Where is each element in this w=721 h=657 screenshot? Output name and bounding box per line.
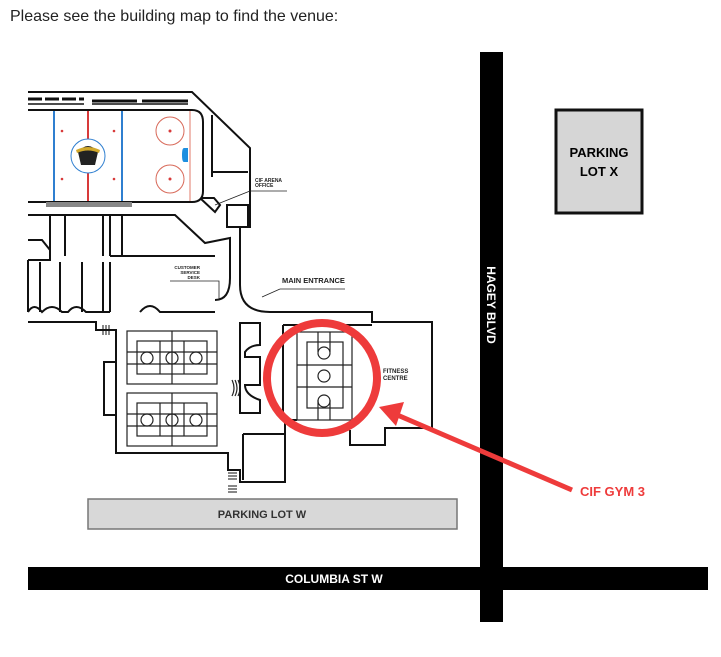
arrowhead-icon (379, 402, 404, 426)
gym-3 (296, 331, 353, 421)
gym-3-highlight-circle (263, 319, 381, 437)
parking-lot-x-label-2: LOT X (580, 164, 619, 179)
hockey-rink (28, 109, 204, 207)
highlight-arrow (394, 411, 573, 493)
intro-text: Please see the building map to find the … (10, 8, 339, 25)
parking-lot-x (554, 108, 644, 215)
columbia-st-label: COLUMBIA ST W (285, 572, 383, 586)
fitness-centre-label-2: CENTRE (383, 376, 408, 382)
main-entrance-label: MAIN ENTRANCE (282, 276, 345, 285)
gyms-1-2 (126, 330, 218, 447)
arena-office-label-2: OFFICE (255, 183, 274, 189)
customer-service-label-3: DESK (187, 275, 200, 280)
parking-lot-w (87, 498, 458, 530)
hagey-blvd-label: HAGEY BLVD (484, 266, 498, 344)
hagey-blvd-road (480, 52, 503, 622)
customer-service-label-2: SERVICE (180, 270, 200, 275)
columbia-st-road (28, 567, 708, 590)
fitness-centre-label: FITNESS (383, 369, 408, 375)
customer-service-label: CUSTOMER (174, 265, 200, 270)
cif-gym-3-label: CIF GYM 3 (580, 484, 645, 499)
arena-office-label: CIF ARENA (255, 178, 282, 184)
parking-lot-w-label: PARKING LOT W (218, 509, 307, 521)
parking-lot-x-label: PARKING (570, 145, 629, 160)
building-walls (27, 91, 433, 493)
